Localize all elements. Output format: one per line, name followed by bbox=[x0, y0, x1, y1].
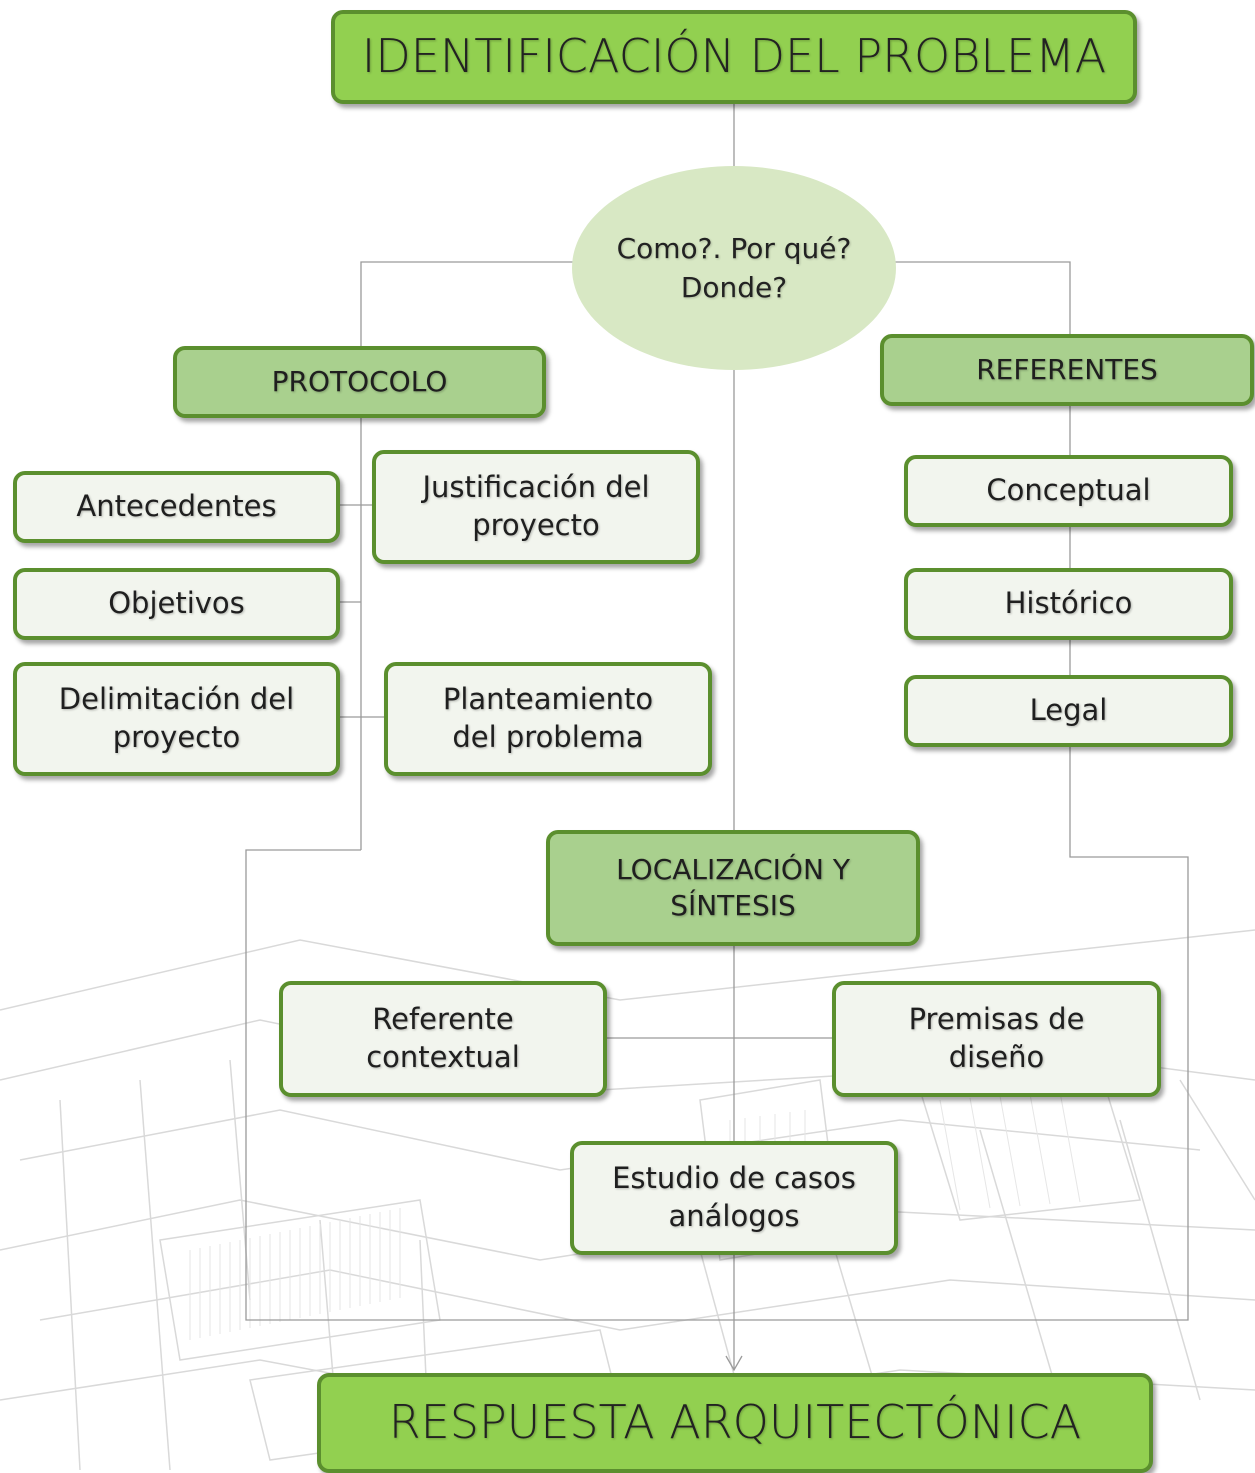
historico-label: Histórico bbox=[1004, 586, 1133, 621]
delimitacion-box: Delimitación del proyecto bbox=[13, 662, 340, 776]
protocolo-box: PROTOCOLO bbox=[173, 346, 546, 418]
referentes-box: REFERENTES bbox=[880, 334, 1254, 406]
planteamiento-box: Planteamiento del problema bbox=[384, 662, 712, 776]
justificacion-line-1: Justificación del bbox=[422, 470, 650, 505]
antecedentes-label: Antecedentes bbox=[76, 489, 277, 524]
historico-box: Histórico bbox=[904, 568, 1233, 640]
conceptual-label: Conceptual bbox=[986, 473, 1151, 508]
identificacion-box: IDENTIFICACIÓN DEL PROBLEMA bbox=[331, 10, 1137, 104]
localizacion-line-2: SÍNTESIS bbox=[670, 889, 796, 922]
localizacion-box: LOCALIZACIÓN Y SÍNTESIS bbox=[546, 830, 920, 946]
casos-line-2: análogos bbox=[668, 1199, 800, 1233]
conceptual-box: Conceptual bbox=[904, 455, 1233, 527]
legal-box: Legal bbox=[904, 675, 1233, 747]
justificacion-box: Justificación del proyecto bbox=[372, 450, 700, 564]
premisas-box: Premisas de diseño bbox=[832, 981, 1161, 1097]
delimitacion-line-2: proyecto bbox=[112, 720, 241, 754]
estudio-casos-box: Estudio de casos análogos bbox=[570, 1141, 898, 1255]
identificacion-label: IDENTIFICACIÓN DEL PROBLEMA bbox=[361, 29, 1107, 84]
justificacion-line-2: proyecto bbox=[472, 508, 600, 542]
casos-line-1: Estudio de casos bbox=[612, 1161, 856, 1196]
planteamiento-line-2: del problema bbox=[452, 720, 644, 754]
delimitacion-line-1: Delimitación del bbox=[58, 682, 295, 717]
question-line-3: Donde? bbox=[680, 271, 788, 304]
respuesta-box: RESPUESTA ARQUITECTÓNICA bbox=[317, 1373, 1153, 1473]
left-feedback-line bbox=[245, 746, 1189, 1321]
question-ellipse: Como?. Por qué? Donde? bbox=[572, 166, 896, 370]
arrowhead bbox=[725, 1355, 743, 1372]
protocolo-label: PROTOCOLO bbox=[271, 364, 448, 398]
objetivos-box: Objetivos bbox=[13, 568, 340, 640]
referente-contextual-box: Referente contextual bbox=[279, 981, 607, 1097]
legal-label: Legal bbox=[1029, 693, 1108, 728]
contextual-line-2: contextual bbox=[366, 1040, 520, 1074]
localizacion-line-1: LOCALIZACIÓN Y bbox=[616, 852, 850, 886]
referentes-label: REFERENTES bbox=[976, 352, 1158, 386]
objetivos-label: Objetivos bbox=[108, 586, 245, 621]
contextual-line-1: Referente bbox=[372, 1002, 514, 1037]
antecedentes-box: Antecedentes bbox=[13, 471, 340, 543]
respuesta-label: RESPUESTA ARQUITECTÓNICA bbox=[388, 1395, 1082, 1450]
question-line-1: Como?. Por bbox=[616, 231, 775, 265]
premisas-line-2: diseño bbox=[948, 1040, 1045, 1074]
premisas-line-1: Premisas de bbox=[908, 1002, 1085, 1037]
planteamiento-line-1: Planteamiento bbox=[442, 682, 654, 717]
question-line-2: qué? bbox=[783, 231, 852, 265]
